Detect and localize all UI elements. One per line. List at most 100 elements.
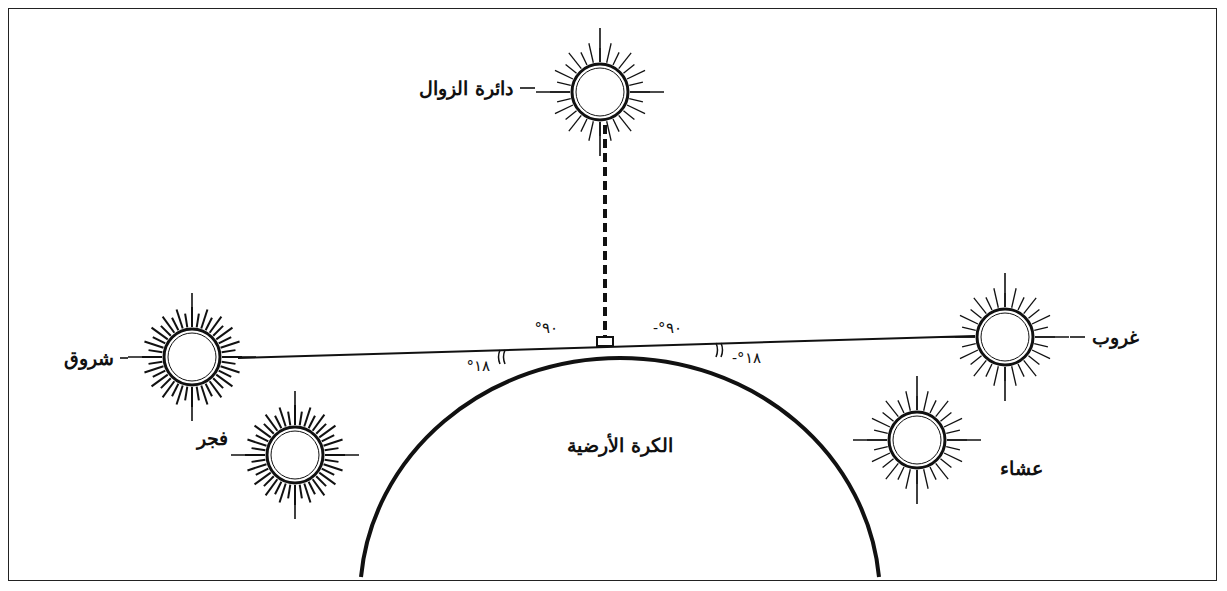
angle-value: °١٨: [465, 357, 493, 375]
horizon-line: [238, 336, 975, 358]
sun-disc: [893, 416, 941, 464]
sun-ray: [853, 439, 887, 441]
sun-ray: [581, 119, 587, 132]
sun-ray: [1024, 298, 1036, 314]
sun-ray: [247, 464, 266, 470]
sun-ray: [185, 314, 187, 328]
sun-ray: [1012, 288, 1016, 307]
angle-value: -°٩٠: [651, 319, 684, 337]
sun-ray: [1028, 356, 1039, 365]
sun-ray: [221, 366, 240, 372]
sun-ray: [219, 337, 231, 343]
sun-ray: [872, 453, 890, 462]
sun-ray: [275, 482, 281, 494]
sun-disc: [981, 313, 1029, 361]
sun-disc: [267, 427, 323, 483]
sun-ray: [153, 337, 165, 343]
sun-ray: [1024, 360, 1036, 376]
angle-value: -°١٨: [730, 349, 763, 367]
sun-ray: [206, 318, 212, 330]
sun-disc: [572, 64, 628, 120]
sun-ray: [256, 435, 268, 441]
sun-ray: [322, 469, 334, 475]
sun-ray: [974, 360, 986, 376]
sun-ray: [1018, 364, 1024, 377]
sun-ray: [874, 447, 888, 450]
sun-disc: [977, 309, 1033, 365]
sun-ray: [149, 362, 163, 364]
sun-ray: [924, 391, 928, 410]
sun-ray: [936, 463, 948, 479]
sun-ray: [294, 391, 296, 425]
sun-ray: [325, 454, 359, 456]
leader-line: [520, 87, 535, 89]
sun-ray: [275, 416, 281, 428]
sun-ray: [304, 407, 310, 426]
sun-ray: [252, 460, 266, 462]
sun-ray: [569, 53, 581, 69]
sun-ray: [1018, 297, 1024, 310]
sun-ray: [153, 371, 165, 377]
sun-ray: [874, 430, 888, 433]
sun-ray: [960, 350, 978, 359]
sun-ray: [581, 52, 587, 65]
sun-ray: [300, 485, 302, 499]
sun-ray: [924, 469, 928, 488]
sun-ray: [898, 400, 904, 413]
sun-ray: [627, 105, 645, 114]
sun-ray: [325, 460, 339, 462]
sun-symbol: [941, 273, 1069, 401]
sun-ray: [256, 469, 268, 475]
sun-symbol: [536, 28, 664, 156]
sun-ray: [197, 314, 199, 328]
sun-ray: [962, 327, 976, 330]
sun-ray: [1034, 344, 1048, 347]
sun-ray: [128, 356, 162, 358]
label-dawn: فجر: [195, 427, 230, 450]
sun-ray: [906, 391, 910, 410]
angle-mark: [499, 350, 506, 364]
sun-ray: [971, 356, 982, 365]
sun-ray: [1004, 367, 1006, 401]
label-meridian: دائرة الزوال: [417, 77, 515, 100]
sun-ray: [589, 43, 593, 62]
sun-ray: [986, 364, 992, 377]
sun-disc: [168, 333, 216, 381]
sun-ray: [916, 470, 918, 504]
sun-ray: [906, 469, 910, 488]
sun-ray: [947, 439, 981, 441]
sun-ray: [599, 28, 601, 62]
sun-ray: [191, 387, 193, 421]
sun-ray: [231, 454, 265, 456]
sun-ray: [555, 105, 573, 114]
sun-ray: [557, 82, 571, 85]
sun-ray: [304, 484, 310, 503]
sun-ray: [623, 65, 634, 74]
angle-mark: [716, 343, 723, 357]
sun-ray: [1032, 350, 1050, 359]
sun-ray: [944, 418, 962, 427]
sun-ray: [252, 448, 266, 450]
sun-ray: [221, 342, 240, 348]
label-isha: عشاء: [998, 457, 1045, 480]
sun-symbol: [128, 293, 256, 421]
sun-disc: [889, 412, 945, 468]
sun-ray: [566, 65, 577, 74]
sun-ray: [322, 435, 334, 441]
sun-ray: [219, 371, 231, 377]
sun-ray: [986, 297, 992, 310]
sun-ray: [324, 440, 343, 446]
sun-ray: [1035, 336, 1069, 338]
sun-ray: [191, 293, 193, 327]
leader-line: [1070, 336, 1085, 338]
sun-ray: [309, 416, 315, 428]
sun-ray: [294, 485, 296, 519]
sun-ray: [607, 43, 611, 62]
sun-symbol: [853, 376, 981, 504]
label-sunset: غروب: [1090, 326, 1141, 349]
meridian-dashed-line: [603, 125, 607, 340]
sun-ray: [613, 119, 619, 132]
sun-ray: [916, 376, 918, 410]
sun-ray: [930, 400, 936, 413]
sun-ray: [946, 430, 960, 433]
